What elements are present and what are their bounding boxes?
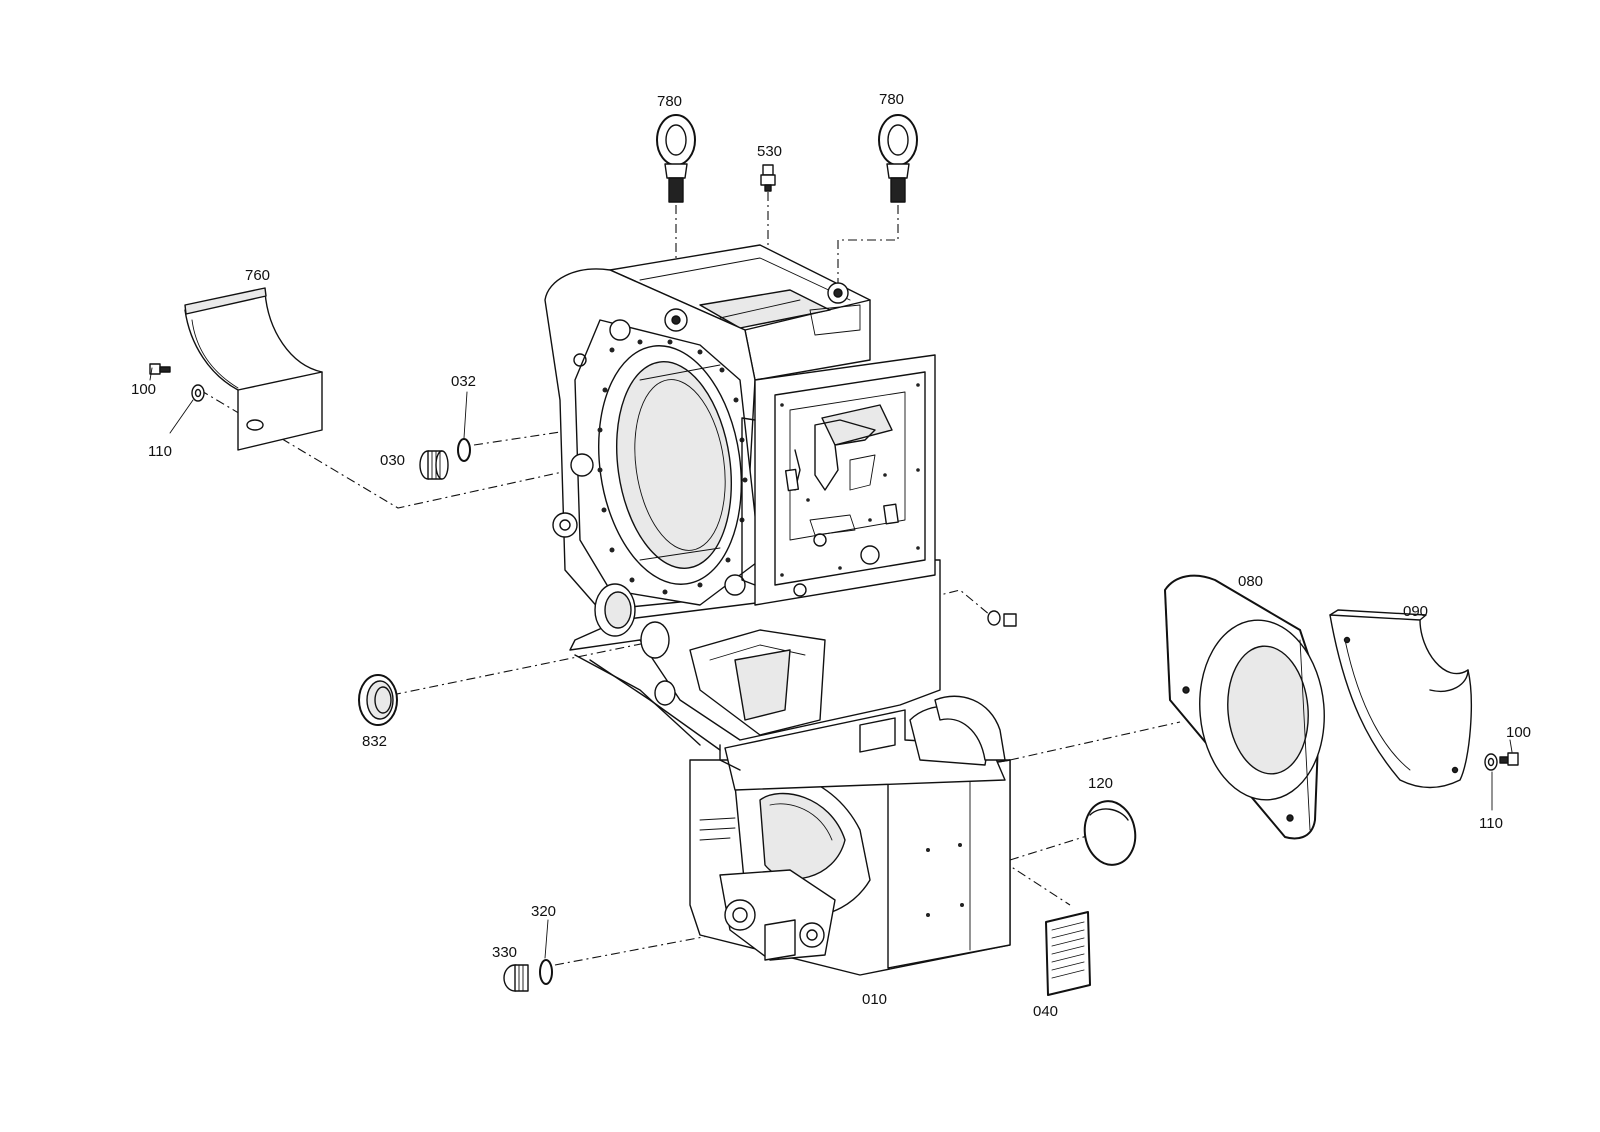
- label-120: 120: [1088, 775, 1113, 792]
- part-labels: 780 780 530 760 100 110 032 030 832 320 …: [131, 91, 1531, 1020]
- type-plate-040-icon: [1045, 911, 1091, 996]
- label-010: 010: [862, 991, 887, 1008]
- cover-760-icon: [184, 287, 323, 451]
- label-110-right: 110: [1479, 815, 1503, 832]
- screw-left-icon: [149, 363, 171, 375]
- label-110-left: 110: [148, 443, 172, 460]
- label-780-left: 780: [657, 93, 682, 110]
- label-090: 090: [1403, 603, 1428, 620]
- label-100-right: 100: [1506, 724, 1531, 741]
- breather-icon: [760, 164, 776, 192]
- label-320: 320: [531, 903, 556, 920]
- eye-bolt-left-icon: [656, 114, 696, 203]
- label-760: 760: [245, 267, 270, 284]
- label-530: 530: [757, 143, 782, 160]
- cover-090-icon: [1329, 609, 1472, 789]
- plate-080-icon: [1164, 574, 1325, 840]
- plug-030-icon: [419, 450, 449, 480]
- label-080: 080: [1238, 573, 1263, 590]
- washer-left-icon: [191, 384, 205, 402]
- label-100-left: 100: [131, 381, 156, 398]
- label-832: 832: [362, 733, 387, 750]
- plug-small-icon: [987, 610, 1017, 627]
- eye-bolt-right-icon: [878, 114, 918, 203]
- o-ring-320-icon: [539, 959, 553, 985]
- plug-330-icon: [503, 964, 529, 992]
- transmission-housing: [544, 244, 1011, 976]
- label-030: 030: [380, 452, 405, 469]
- screw-right-icon: [1499, 752, 1519, 766]
- washer-right-icon: [1484, 753, 1498, 771]
- label-330: 330: [492, 944, 517, 961]
- label-780-right: 780: [879, 91, 904, 108]
- label-040: 040: [1033, 1003, 1058, 1020]
- label-032: 032: [451, 373, 476, 390]
- o-ring-032-icon: [457, 438, 471, 462]
- seal-832-icon: [358, 674, 398, 726]
- cap-120-icon: [1083, 800, 1137, 866]
